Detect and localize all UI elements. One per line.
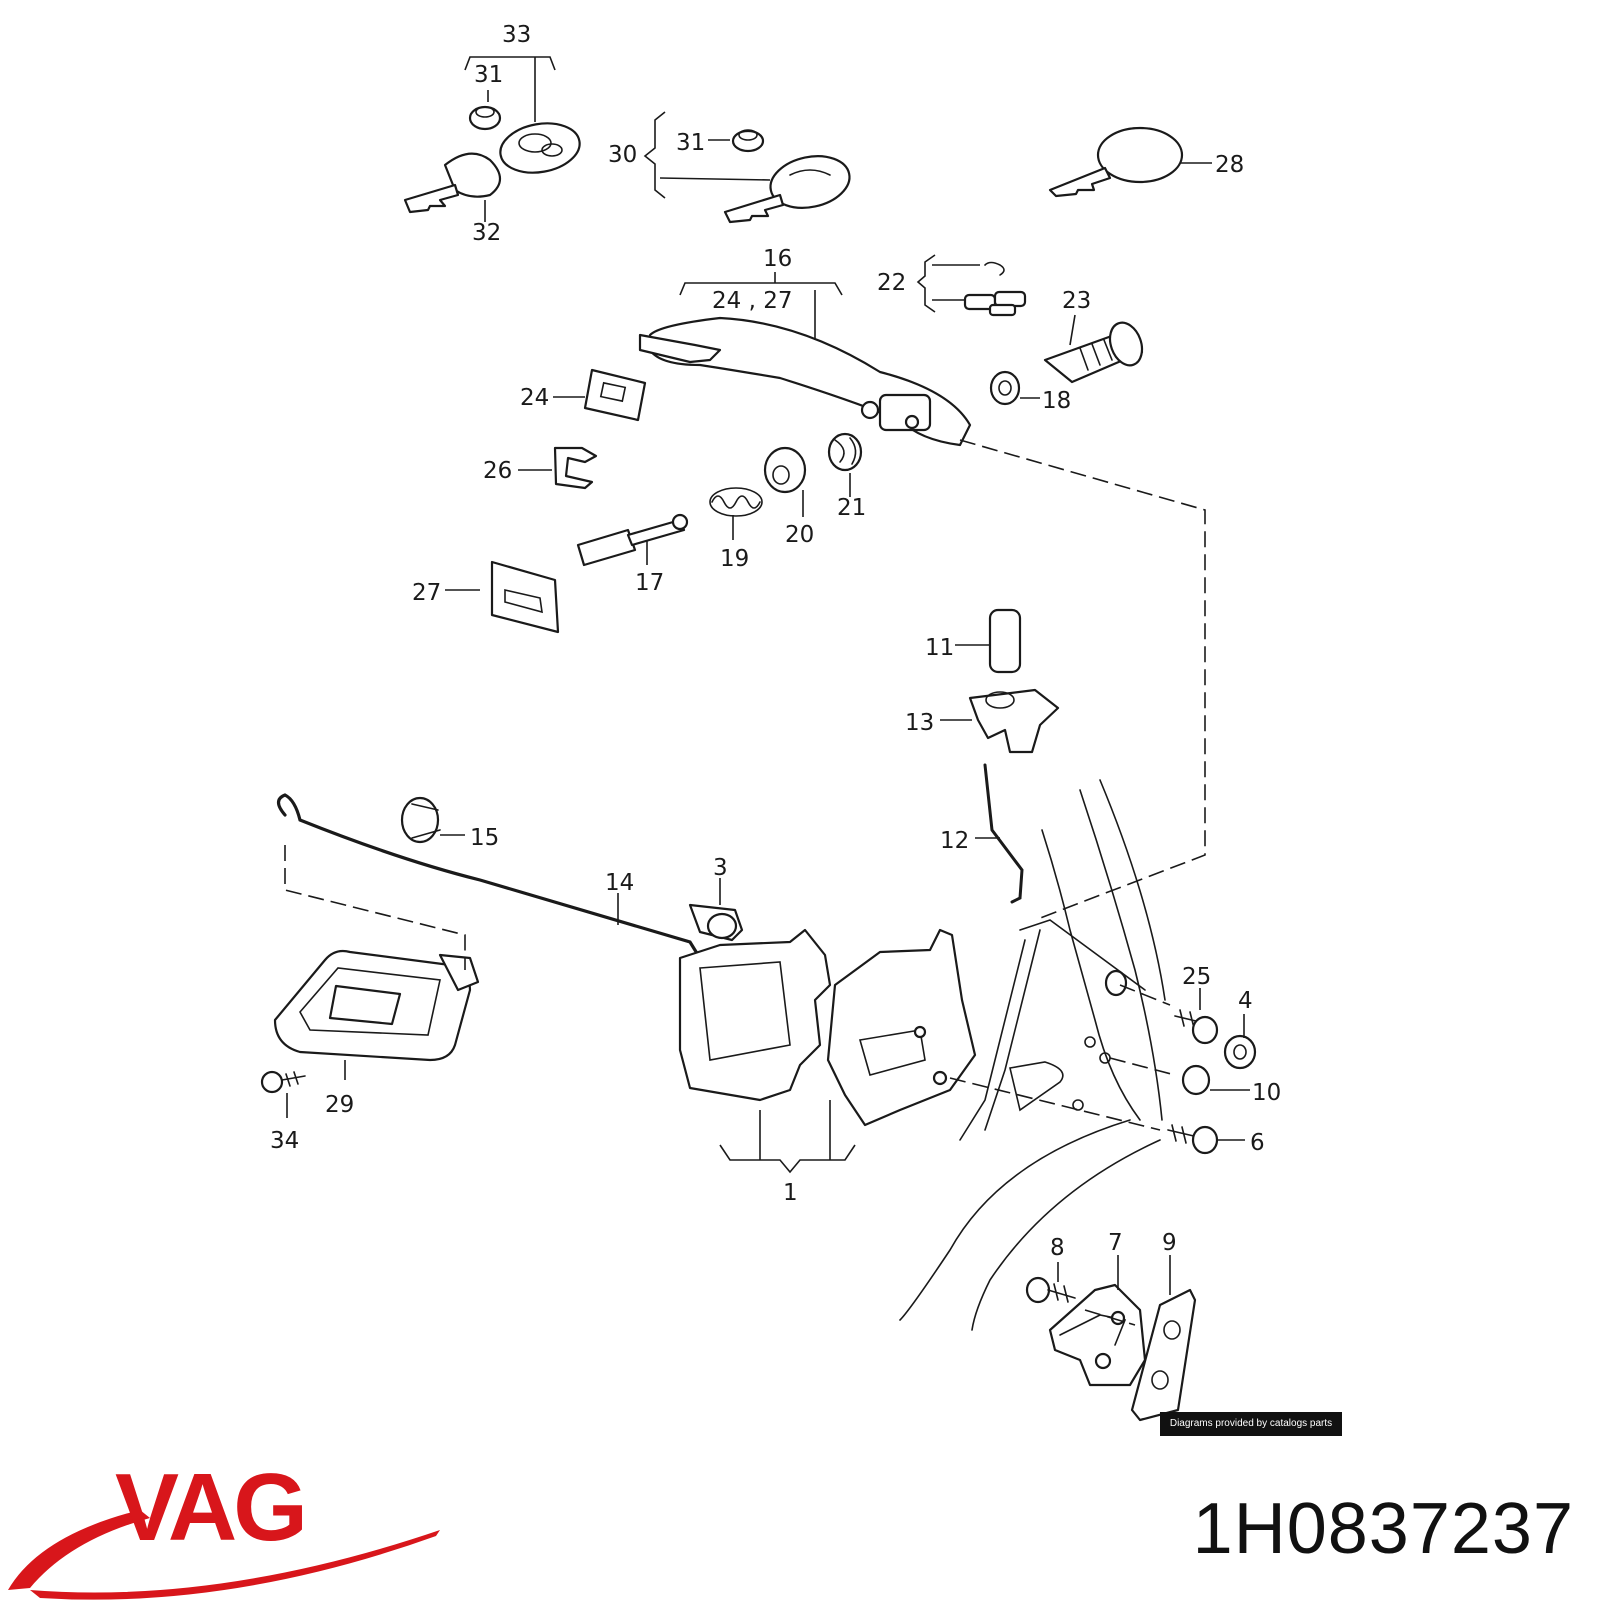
gasket-27 (490, 560, 560, 634)
shaft-17 (576, 513, 689, 567)
logo-swoosh (8, 1510, 150, 1590)
door-frame-outline (899, 779, 1166, 1331)
callout-17: 17 (635, 570, 664, 596)
callout-30: 30 (608, 142, 637, 168)
cap-11 (988, 608, 1022, 674)
spring-19 (709, 487, 763, 517)
bolt-6 (1167, 1124, 1219, 1155)
key-30 (723, 155, 851, 224)
callout-8: 8 (1050, 1235, 1065, 1261)
housing-13 (968, 688, 1060, 754)
cap-31-right (731, 129, 765, 153)
callout-27: 27 (412, 580, 441, 606)
spring-21 (827, 432, 863, 472)
connector-3 (688, 903, 744, 942)
clip-15 (400, 796, 441, 844)
callout-10: 10 (1252, 1080, 1281, 1106)
striker-7 (1048, 1283, 1147, 1387)
callout-31-left: 31 (474, 62, 503, 88)
nut-10 (1181, 1064, 1211, 1096)
callout-29: 29 (325, 1092, 354, 1118)
callout-19: 19 (720, 546, 749, 572)
callout-28: 28 (1215, 152, 1244, 178)
callout-24-27: 24 , 27 (712, 288, 792, 314)
cam-20 (763, 446, 807, 494)
callout-3: 3 (713, 855, 728, 881)
callout-20: 20 (785, 522, 814, 548)
callout-13: 13 (905, 710, 934, 736)
callout-16: 16 (763, 246, 792, 272)
door-lock-1 (678, 928, 977, 1127)
callout-4: 4 (1238, 988, 1253, 1014)
logo-text: VAG (115, 1454, 304, 1561)
lock-cylinder-23 (1043, 321, 1144, 384)
cap-31-left (468, 105, 502, 131)
logo-swoosh-underline (30, 1530, 440, 1600)
washer-18 (989, 370, 1021, 406)
callout-7: 7 (1108, 1230, 1123, 1256)
callout-11: 11 (925, 635, 954, 661)
lock-assembly-22 (963, 261, 1027, 317)
part-number: 1H0837237 (1192, 1489, 1574, 1569)
key-28 (1048, 126, 1184, 198)
screw-34 (260, 1070, 306, 1094)
rod-12 (983, 763, 1024, 904)
shim-9 (1130, 1288, 1197, 1422)
rod-14 (276, 793, 700, 957)
clip-26 (553, 446, 598, 490)
bolt-25 (1174, 1009, 1219, 1045)
callout-21: 21 (837, 495, 866, 521)
callout-6: 6 (1250, 1130, 1265, 1156)
callout-26: 26 (483, 458, 512, 484)
callout-9: 9 (1162, 1230, 1177, 1256)
leader-lines (286, 56, 1250, 1295)
callout-22: 22 (877, 270, 906, 296)
inner-handle-29 (273, 949, 480, 1062)
callout-25: 25 (1182, 964, 1211, 990)
callout-32: 32 (472, 220, 501, 246)
key-head-33 (499, 122, 581, 174)
callout-24: 24 (520, 385, 549, 411)
callout-23: 23 (1062, 288, 1091, 314)
callout-34: 34 (270, 1128, 299, 1154)
dashed-assembly-lines (284, 439, 1206, 1326)
nut-4 (1223, 1034, 1257, 1070)
callout-labels: 33 31 30 31 28 32 16 24 , 27 22 23 24 18… (270, 22, 1281, 1261)
washer-25 (1104, 969, 1128, 997)
callout-14: 14 (605, 870, 634, 896)
callout-15: 15 (470, 825, 499, 851)
callout-18: 18 (1042, 388, 1071, 414)
callout-1: 1 (783, 1180, 798, 1206)
screw-8 (1025, 1276, 1076, 1304)
diagram-credit-label: Diagrams provided by catalogs parts (1160, 1412, 1342, 1436)
vag-logo: VAG (8, 1454, 440, 1600)
callout-33: 33 (502, 22, 531, 48)
callout-31-right: 31 (676, 130, 705, 156)
gasket-24 (583, 368, 647, 422)
key-32 (403, 152, 502, 214)
door-handle-16 (638, 316, 972, 447)
callout-12: 12 (940, 828, 969, 854)
